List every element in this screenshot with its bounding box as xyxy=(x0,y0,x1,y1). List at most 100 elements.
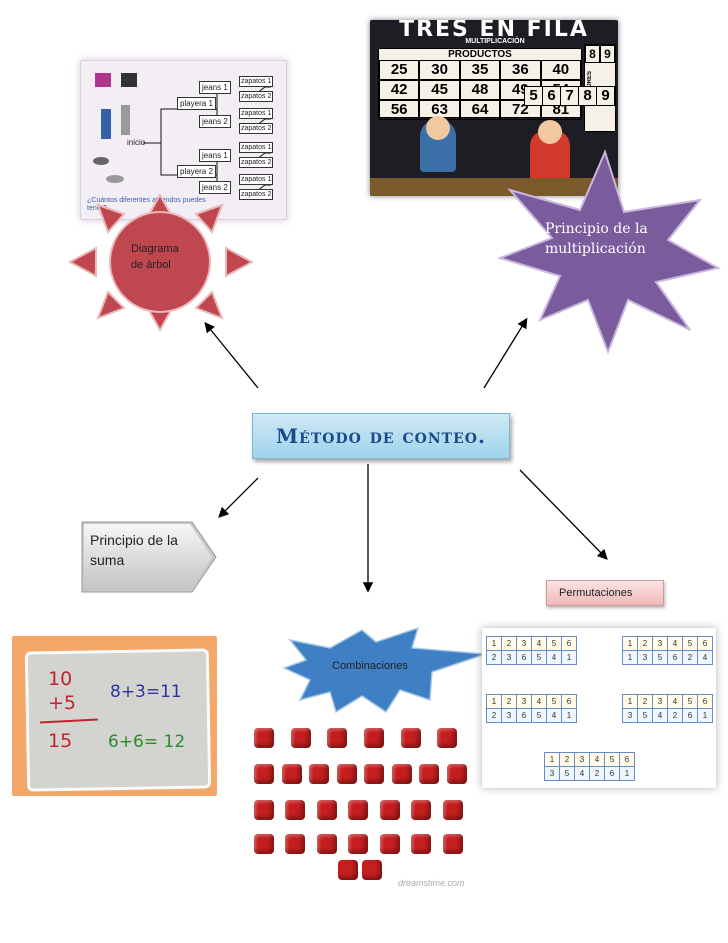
perm-cell: 5 xyxy=(637,708,653,723)
permutaciones-node-label: Permutaciones xyxy=(559,587,633,599)
suma-node-label: Principio de la suma xyxy=(90,532,178,568)
die xyxy=(348,800,369,820)
dice-watermark: dreamstime.com xyxy=(398,878,465,888)
die xyxy=(364,728,384,748)
perm-cell: 1 xyxy=(622,636,638,651)
perm-cell: 1 xyxy=(486,636,502,651)
die xyxy=(364,764,384,784)
perm-cell: 6 xyxy=(516,650,532,665)
die xyxy=(281,764,302,784)
perm-cell: 6 xyxy=(619,752,635,767)
perm-cell: 6 xyxy=(561,694,577,709)
board-title: TRES EN FILA xyxy=(399,20,589,42)
arrow-to-suma xyxy=(218,477,259,518)
perm-cell: 4 xyxy=(546,650,562,665)
die xyxy=(254,834,274,854)
combinaciones-node-label: Combinaciones xyxy=(332,660,408,672)
perm-cell: 6 xyxy=(561,636,577,651)
perm-cell: 4 xyxy=(531,636,547,651)
die xyxy=(362,860,382,880)
product-cell: 64 xyxy=(459,100,501,120)
perm-cell: 3 xyxy=(501,650,517,665)
perm-cell: 5 xyxy=(531,708,547,723)
die xyxy=(254,764,274,784)
perm-cell: 2 xyxy=(682,650,698,665)
factor-cell: 9 xyxy=(597,87,615,105)
die xyxy=(285,800,306,820)
tree-root-label: inicio xyxy=(127,138,146,147)
boy-face xyxy=(538,120,562,144)
center-title-box: Método de conteo. xyxy=(252,413,510,459)
die xyxy=(348,834,369,854)
shoe-icon xyxy=(106,175,124,183)
sum-b: +5 xyxy=(48,692,77,714)
arrow-to-multiplicacion xyxy=(483,317,528,389)
perm-cell: 2 xyxy=(501,694,517,709)
sum-a: 10 xyxy=(48,668,73,690)
perm-cell: 3 xyxy=(622,708,638,723)
perm-cell: 4 xyxy=(652,708,668,723)
perm-cell: 6 xyxy=(682,708,698,723)
perm-cell: 2 xyxy=(501,636,517,651)
perm-cell: 1 xyxy=(622,650,638,665)
perm-cell: 5 xyxy=(682,636,698,651)
die xyxy=(411,800,432,820)
perm-cell: 1 xyxy=(561,650,577,665)
perm-cell: 3 xyxy=(516,694,532,709)
perm-cell: 3 xyxy=(544,766,560,781)
tree-leaf-label: zapatos 1 xyxy=(239,174,274,185)
perm-cell: 3 xyxy=(637,650,653,665)
perm-cell: 1 xyxy=(486,694,502,709)
product-cell: 56 xyxy=(379,100,420,120)
product-cell: 42 xyxy=(379,80,420,100)
table-surface xyxy=(370,178,618,196)
tree-leaf-label: zapatos 2 xyxy=(239,123,274,134)
perm-cell: 4 xyxy=(546,708,562,723)
tree-leaf-label: zapatos 1 xyxy=(239,142,274,153)
tree-leaf-label: zapatos 1 xyxy=(239,108,274,119)
perm-cell: 6 xyxy=(667,650,683,665)
die xyxy=(411,834,432,854)
product-cell: 48 xyxy=(459,80,501,100)
tree-node-label: playera 1 xyxy=(177,97,216,110)
perm-cell: 4 xyxy=(531,694,547,709)
girl-face xyxy=(426,116,450,140)
products-table: PRODUCTOS 253035364042454849545663647281 xyxy=(378,48,582,120)
product-cell: 45 xyxy=(419,80,460,100)
die xyxy=(254,800,274,820)
perm-cell: 2 xyxy=(637,694,653,709)
tree-node-label: playera 2 xyxy=(177,165,216,178)
perm-cell: 4 xyxy=(697,650,713,665)
permutaciones-node: Permutaciones xyxy=(546,580,664,606)
dice-picture: dreamstime.com xyxy=(250,728,480,898)
perm-cell: 5 xyxy=(682,694,698,709)
die xyxy=(446,764,467,784)
perm-cell: 5 xyxy=(604,752,620,767)
product-cell: 25 xyxy=(379,60,420,80)
perm-cell: 1 xyxy=(619,766,635,781)
center-title: Método de conteo. xyxy=(276,424,486,448)
factor-cell: 8 xyxy=(579,87,597,105)
die xyxy=(285,834,306,854)
die xyxy=(442,834,463,854)
tree-node-label: jeans 1 xyxy=(199,81,231,94)
perm-cell: 2 xyxy=(559,752,575,767)
perm-cell: 5 xyxy=(546,636,562,651)
perm-cell: 3 xyxy=(652,694,668,709)
perm-cell: 5 xyxy=(652,650,668,665)
factor-cell: 5 xyxy=(525,87,543,105)
shoe-icon xyxy=(93,157,109,165)
perm-cell: 4 xyxy=(667,636,683,651)
die xyxy=(327,728,348,748)
perm-cell: 5 xyxy=(559,766,575,781)
sum-eq1: 8+3=11 xyxy=(110,682,182,702)
tree-leaf-label: zapatos 2 xyxy=(239,91,274,102)
die xyxy=(316,834,337,854)
perm-cell: 3 xyxy=(516,636,532,651)
perm-cell: 6 xyxy=(697,694,713,709)
tree-node-label: jeans 2 xyxy=(199,115,231,128)
die xyxy=(290,728,311,748)
